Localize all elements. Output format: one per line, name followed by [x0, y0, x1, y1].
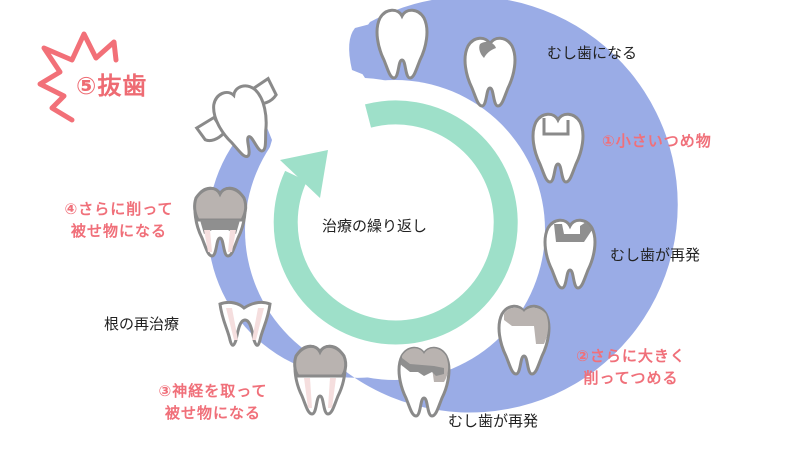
root-canal-crown-tooth-icon — [293, 344, 348, 416]
cavity-tooth-icon — [463, 36, 517, 108]
label-small-filling: ①小さいつめ物 — [602, 132, 712, 150]
extraction-title: ⑤抜歯 — [76, 72, 148, 100]
label-cavity: むし歯になる — [547, 44, 638, 62]
label-root-canal-crown-line1: ③神経を取って — [158, 382, 268, 400]
progress-ring — [207, 0, 678, 413]
further-crown-tooth-icon — [193, 186, 248, 258]
label-recurrence-1: むし歯が再発 — [610, 246, 701, 264]
label-larger-filling-line1: ②さらに大きく — [576, 347, 686, 365]
label-recurrence-2: むし歯が再発 — [448, 412, 539, 430]
label-root-retreatment: 根の再治療 — [104, 315, 180, 333]
recurrence-tooth-icon — [543, 218, 597, 290]
label-root-canal-crown-line2: 被せ物になる — [164, 404, 261, 422]
center-label: 治療の繰り返し — [322, 217, 428, 235]
label-larger-filling: ②さらに大きく 削ってつめる — [566, 345, 696, 389]
small-filling-tooth-icon — [531, 112, 585, 184]
label-root-canal-crown: ③神経を取って 被せ物になる — [148, 380, 278, 424]
cycle-arrow-icon — [273, 100, 518, 345]
label-further-crown-line1: ④さらに削って — [64, 200, 174, 218]
root-retreatment-tooth-icon — [218, 300, 272, 347]
label-larger-filling-line2: 削ってつめる — [583, 369, 679, 387]
large-filling-tooth-icon — [497, 304, 551, 376]
flying-tooth-icon — [194, 76, 280, 164]
label-further-crown-line2: 被せ物になる — [70, 222, 167, 240]
burst-icon — [37, 31, 119, 123]
recurrence-2-tooth-icon — [397, 346, 451, 418]
label-further-crown: ④さらに削って 被せ物になる — [54, 198, 184, 242]
